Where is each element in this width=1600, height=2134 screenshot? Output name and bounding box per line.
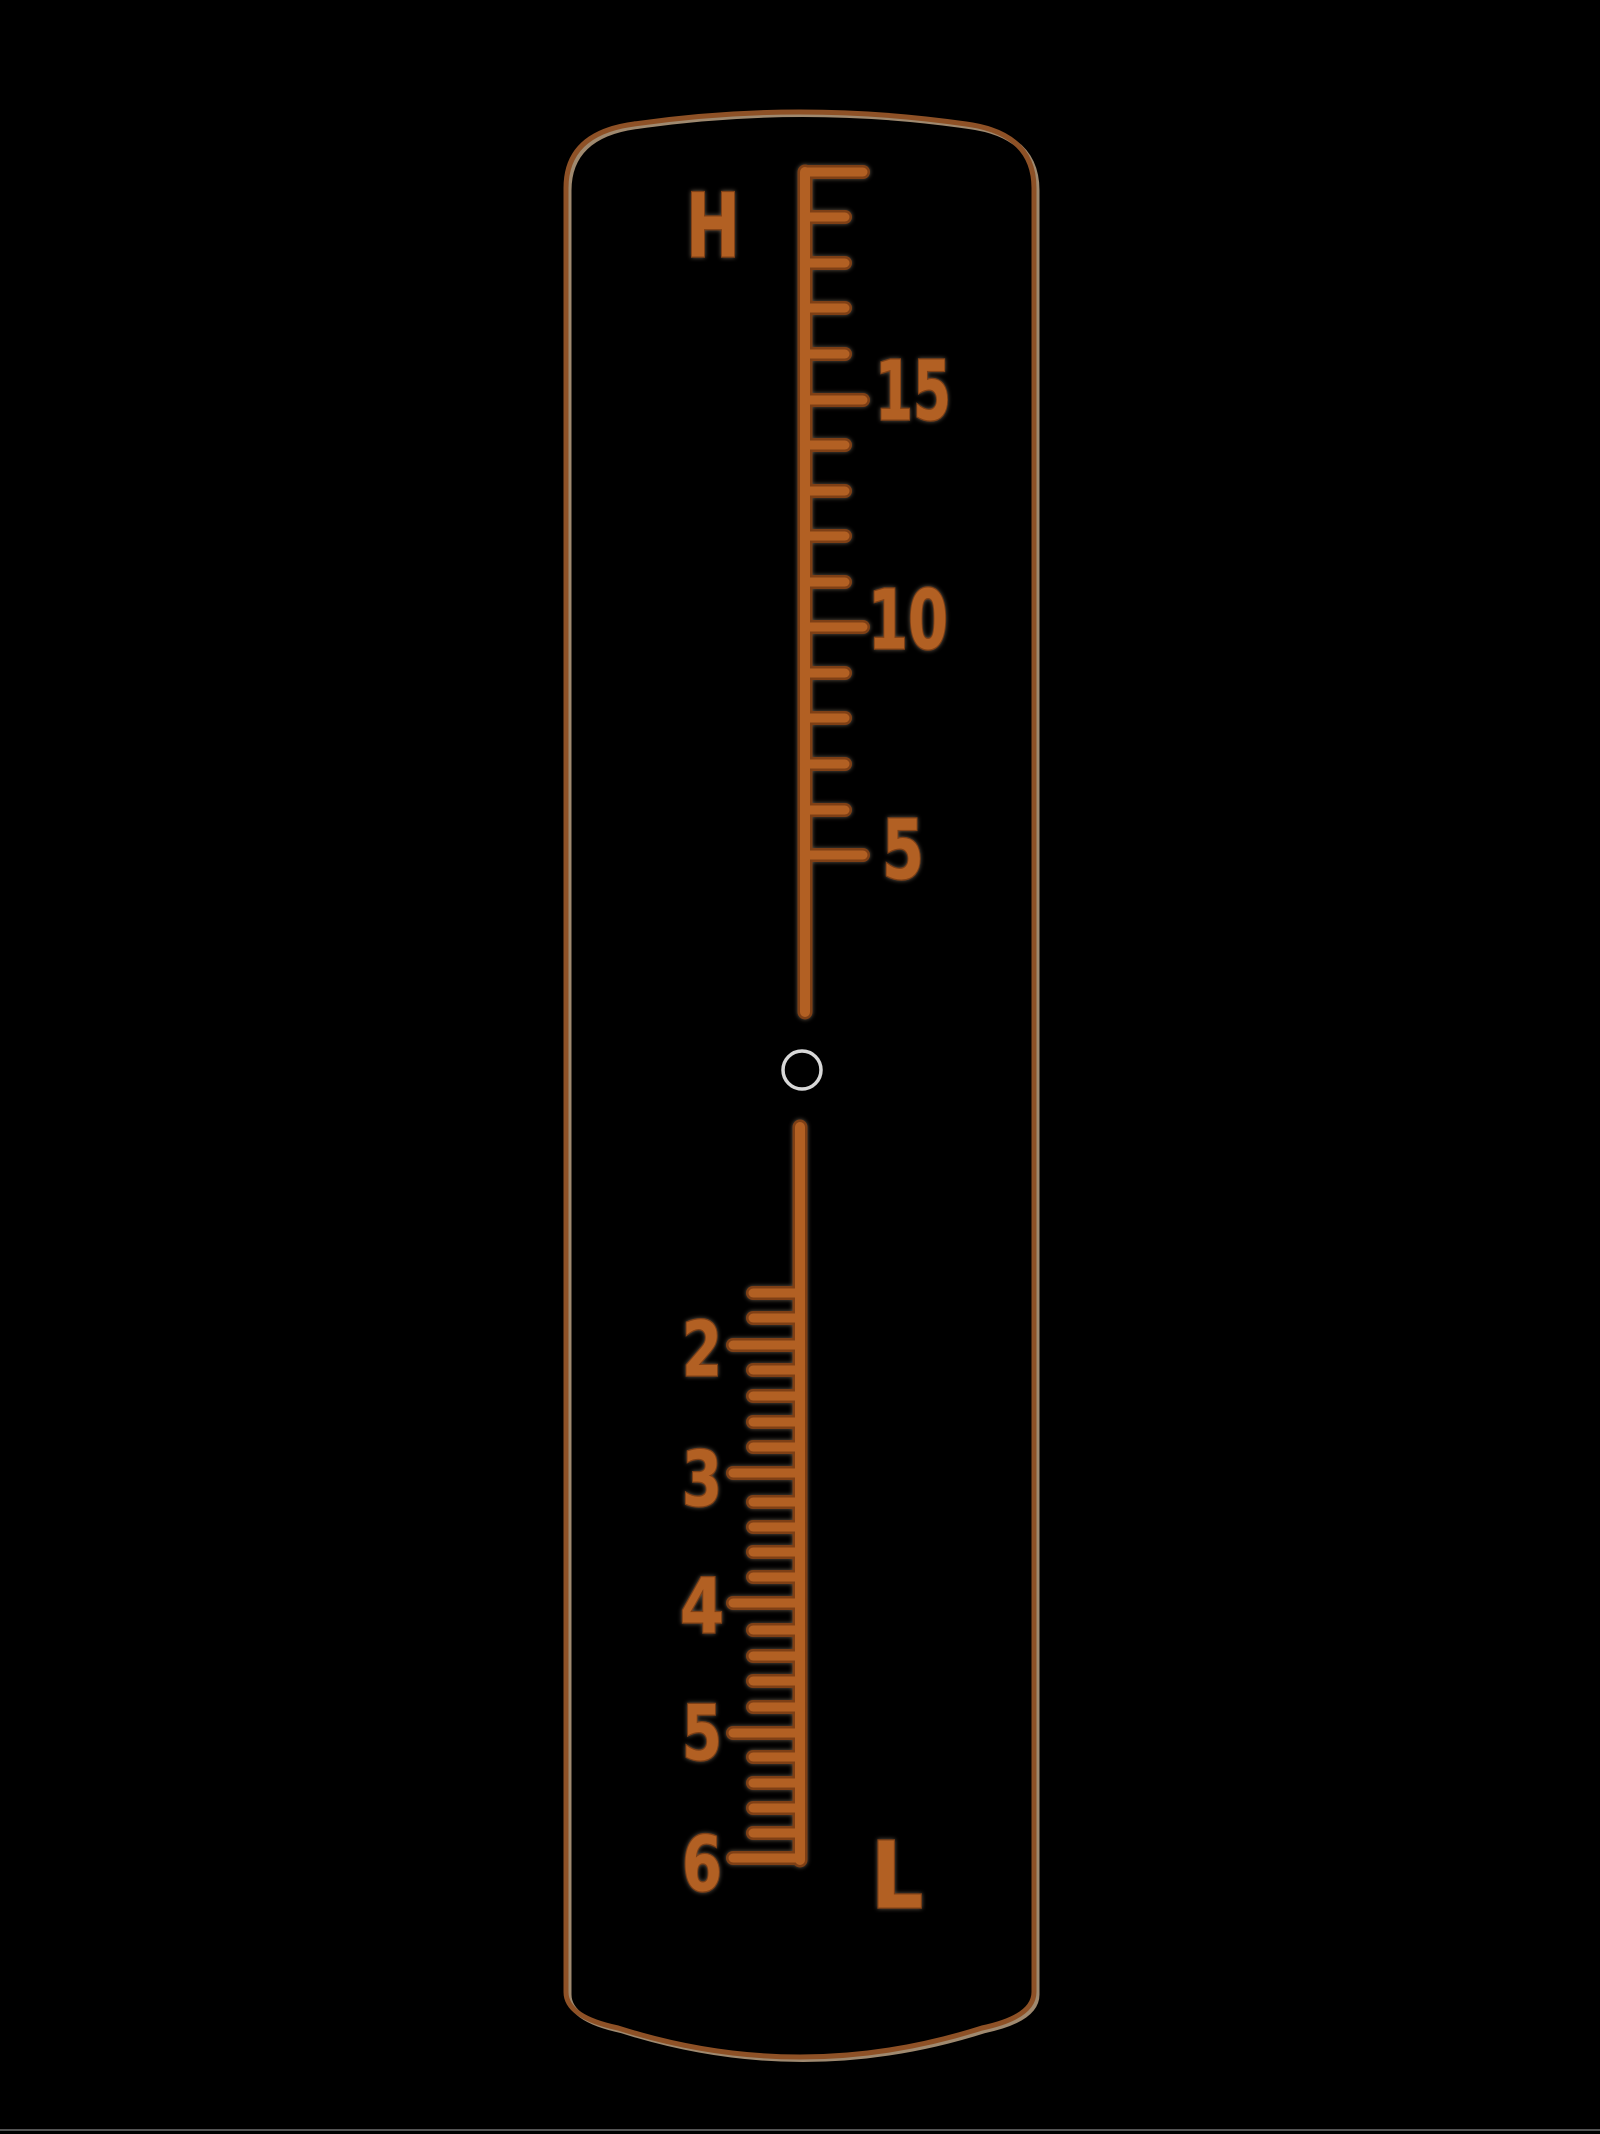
low-tick-label-3: 3: [682, 1435, 722, 1524]
low-tick-label-5: 5: [682, 1689, 722, 1778]
low-tick-label-6: 6: [682, 1820, 722, 1909]
high-scale: 15 10 5 H: [685, 164, 952, 1020]
high-tick-label-10: 10: [868, 574, 948, 669]
high-tick-label-5: 5: [882, 804, 924, 899]
low-scale-letter: L: [871, 1823, 923, 1930]
image-bottom-edge-line: [0, 2129, 1600, 2131]
plate-outline: [563, 109, 1040, 2062]
low-tick-label-2: 2: [682, 1305, 722, 1394]
low-scale: 2 3 4 5 6 L: [679, 1119, 924, 1931]
low-tick-label-4: 4: [680, 1562, 724, 1651]
high-scale-letter: H: [686, 175, 740, 278]
plate-outline-stroke: [563, 109, 1037, 2060]
mounting-hole: [781, 1049, 823, 1091]
high-tick-label-15: 15: [875, 345, 951, 440]
